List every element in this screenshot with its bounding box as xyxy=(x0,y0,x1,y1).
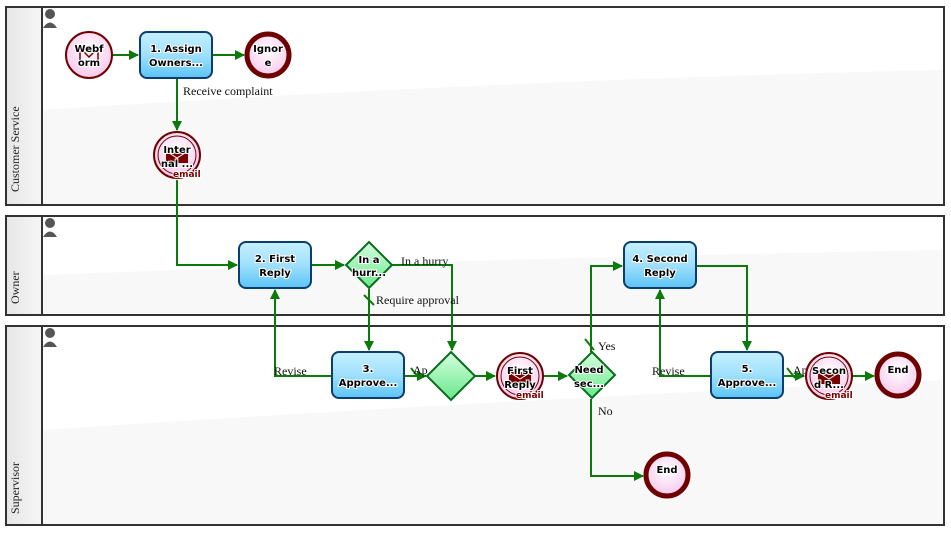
svg-text:3.: 3. xyxy=(363,364,374,375)
svg-text:Approve...: Approve... xyxy=(339,378,398,389)
end-event-ignore[interactable]: Ignor e xyxy=(244,31,292,79)
lane-title: Supervisor xyxy=(8,462,22,514)
edge-label-yes: Yes xyxy=(598,339,616,353)
svg-text:Secon: Secon xyxy=(812,366,846,377)
svg-text:Approve...: Approve... xyxy=(718,378,777,389)
edge[interactable] xyxy=(655,289,711,377)
svg-text:Webf: Webf xyxy=(75,44,105,55)
lane-owner: Owner xyxy=(5,215,945,316)
svg-text:email: email xyxy=(173,170,201,180)
email-event-internal[interactable]: Inter nal ... email xyxy=(153,131,202,181)
person-icon xyxy=(43,9,57,28)
lane-title: Owner xyxy=(8,271,22,304)
svg-text:5.: 5. xyxy=(742,364,753,375)
envelope-icon xyxy=(165,150,189,163)
svg-text:First: First xyxy=(507,366,533,377)
email-event-second-reply[interactable]: Secon d R... email xyxy=(805,352,854,402)
task-approve-second[interactable]: 5. Approve... xyxy=(710,351,784,399)
envelope-icon xyxy=(508,371,532,384)
person-icon xyxy=(43,328,57,347)
svg-text:In a: In a xyxy=(358,255,379,266)
edge[interactable] xyxy=(176,180,238,270)
lane-title: Customer Service xyxy=(8,106,22,192)
svg-text:d R...: d R... xyxy=(814,380,844,391)
edge[interactable] xyxy=(590,261,623,352)
edge[interactable] xyxy=(696,265,752,351)
envelope-icon xyxy=(79,50,99,62)
edge-label-require-approval: Require approval xyxy=(376,293,460,307)
svg-text:Reply: Reply xyxy=(644,268,676,279)
svg-text:email: email xyxy=(516,391,544,401)
edge[interactable] xyxy=(270,289,332,377)
svg-text:Owners...: Owners... xyxy=(149,58,203,69)
svg-text:End: End xyxy=(656,465,677,476)
task-approve-first[interactable]: 3. Approve... xyxy=(331,351,405,399)
svg-text:Reply: Reply xyxy=(504,380,536,391)
edge-label-in-a-hurry: In a hurry xyxy=(401,254,448,268)
svg-text:Ignor: Ignor xyxy=(253,44,283,55)
svg-text:Inter: Inter xyxy=(163,145,190,156)
edge-label-approve: Ap xyxy=(413,363,428,377)
svg-text:Reply: Reply xyxy=(259,268,291,279)
svg-text:End: End xyxy=(887,365,908,376)
gateway-in-a-hurry[interactable]: In a hurr... xyxy=(344,240,394,290)
envelope-icon xyxy=(817,371,841,384)
edge-label-revise: Revise xyxy=(274,364,307,378)
lane-supervisor: Supervisor xyxy=(5,325,945,526)
edge-label-revise: Revise xyxy=(652,364,685,378)
task-first-reply[interactable]: 2. First Reply xyxy=(238,241,312,289)
svg-text:nal ...: nal ... xyxy=(161,159,193,170)
svg-text:email: email xyxy=(825,391,853,401)
svg-text:Need: Need xyxy=(574,365,603,376)
start-event-webform[interactable]: Webf orm xyxy=(65,31,113,79)
svg-text:4. Second: 4. Second xyxy=(632,254,687,265)
edge-label-no: No xyxy=(598,404,613,418)
edge[interactable] xyxy=(590,399,644,481)
edge[interactable] xyxy=(392,264,457,351)
svg-text:sec...: sec... xyxy=(574,379,604,390)
svg-text:2. First: 2. First xyxy=(255,254,295,265)
svg-text:1. Assign: 1. Assign xyxy=(150,44,202,55)
end-event[interactable]: End xyxy=(643,451,691,499)
gateway-merge[interactable] xyxy=(425,350,477,402)
svg-text:e: e xyxy=(265,58,272,69)
email-event-first-reply[interactable]: First Reply email xyxy=(496,352,545,402)
svg-text:hurr...: hurr... xyxy=(352,268,386,279)
svg-text:orm: orm xyxy=(78,58,100,69)
task-assign-owners[interactable]: 1. Assign Owners... xyxy=(139,31,213,79)
end-event[interactable]: End xyxy=(874,351,922,399)
person-icon xyxy=(43,218,57,237)
gateway-need-second[interactable]: Need sec... xyxy=(567,350,617,400)
task-second-reply[interactable]: 4. Second Reply xyxy=(623,241,697,289)
edge-label-receive-complaint: Receive complaint xyxy=(183,84,273,98)
edge-label-approve: Ap xyxy=(793,363,808,377)
edges xyxy=(112,50,875,481)
